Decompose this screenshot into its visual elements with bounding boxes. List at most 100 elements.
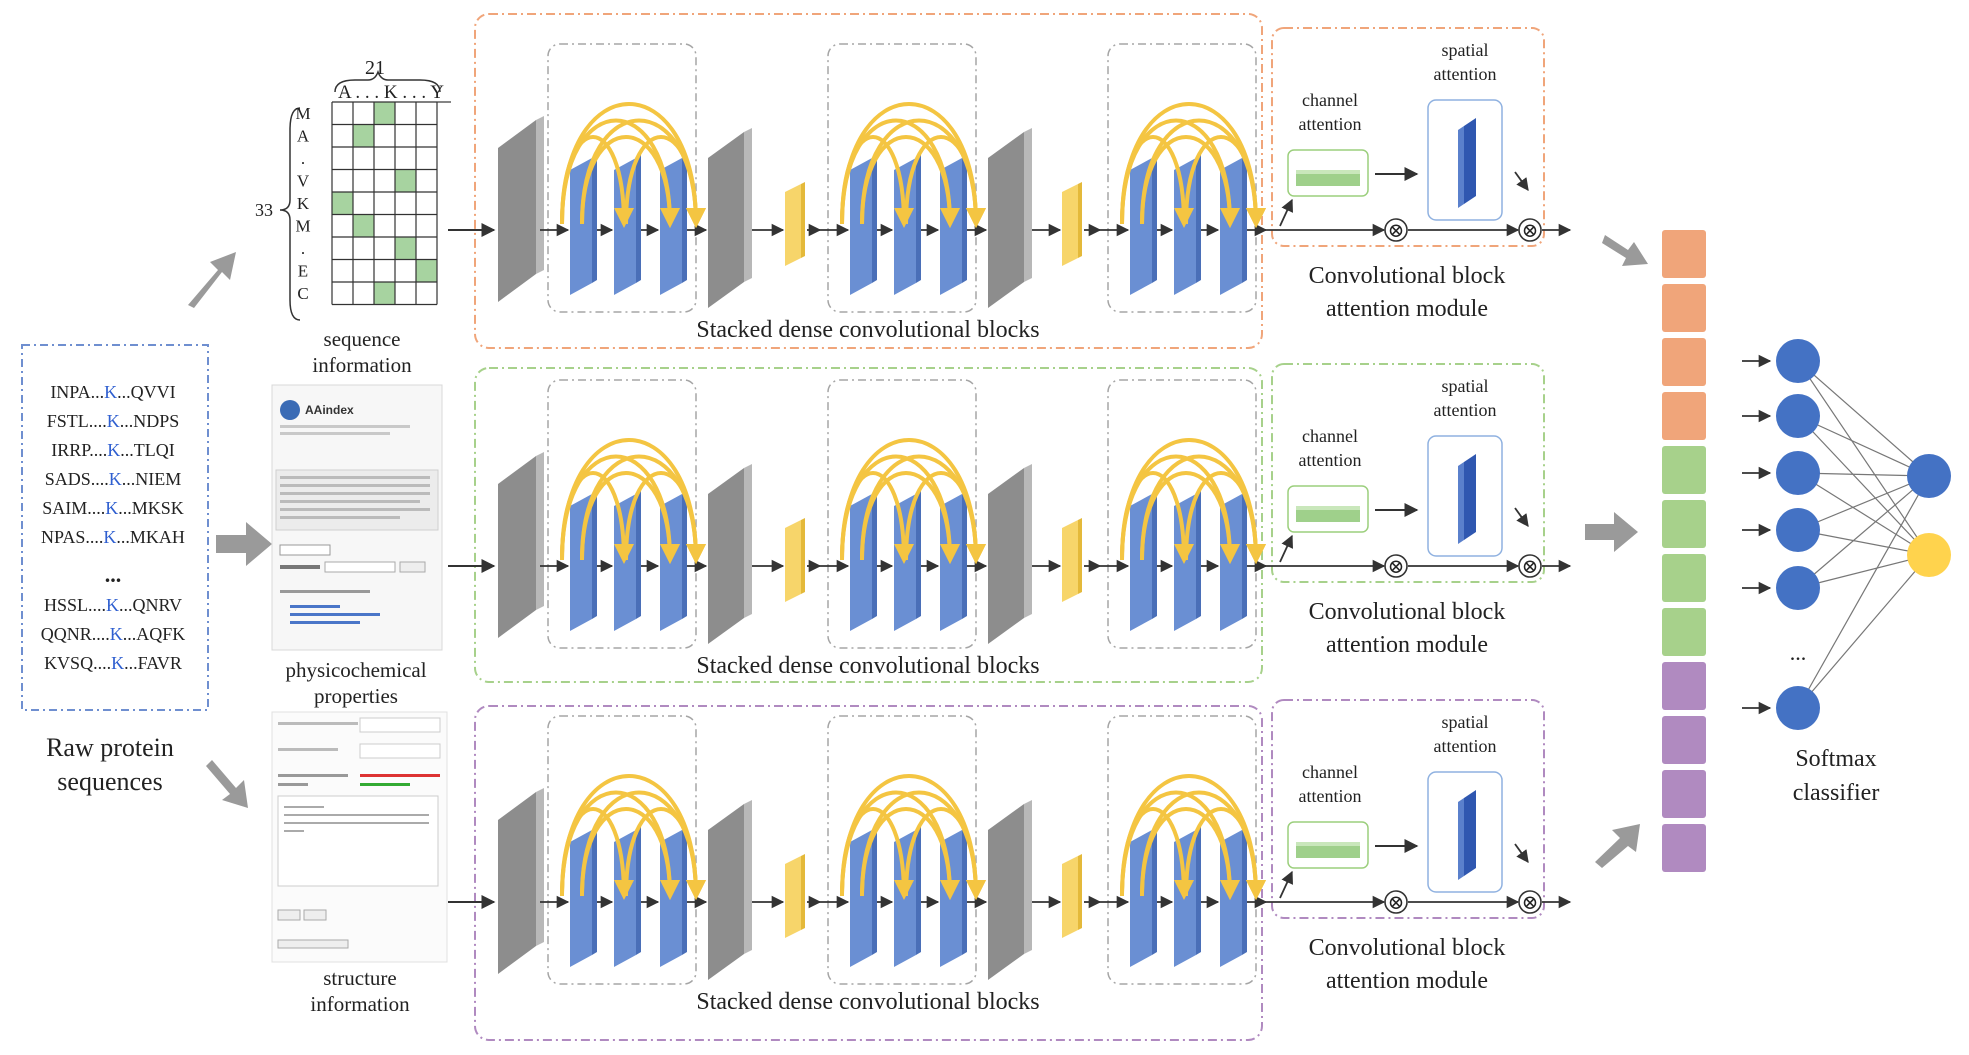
dense-blocks-label: Stacked dense convolutional blocks [696,653,1039,679]
feature-vector-cell [1662,338,1706,386]
dense-connection-arcs [560,102,706,228]
pooling-layer [785,518,805,602]
transition-conv-layer [708,464,752,644]
cbam-container [1271,363,1545,583]
matrix-cell-onehot [395,237,416,260]
hidden-neuron [1776,686,1820,730]
spatial-attention-map [1458,118,1476,208]
initial-conv-layer [498,116,544,302]
dense-connection-arcs [560,774,706,900]
feature-vector-cell [1662,824,1706,872]
multiply-op [1518,554,1542,578]
feature-vector-cell [1662,770,1706,818]
matrix-cell-onehot [332,192,353,215]
matrix-height-brace [279,107,301,321]
dense-block-frame [1107,43,1257,313]
sequence-line: INPA...K...QVVI [50,382,175,402]
spatial-attention-map [1458,454,1476,544]
structure-form-screenshot [271,711,448,963]
transition-conv-layer [988,128,1032,308]
arrow-to-physicochemical [216,522,272,566]
dense-block-frame [827,715,977,985]
arrow-to-sequence [188,252,236,308]
dense-connection-arcs [840,438,986,564]
matrix-row-letter: . [301,149,305,168]
output-neuron [1907,533,1951,577]
sequence-line: IRRP....K...TLQI [51,440,175,460]
feature-vector-cell [1662,608,1706,656]
matrix-cell-onehot [395,169,416,192]
multiply-symbol: ⊗ [1388,220,1405,242]
matrix-width-label: 21 [365,57,385,79]
cbam-label-line2: attention module [1326,632,1488,658]
output-neuron [1907,454,1951,498]
cbam-container [1271,27,1545,247]
matrix-cell-onehot [374,282,395,305]
branch-1: Stacked dense convolutional blockschanne… [448,13,1572,349]
branch-2: Stacked dense convolutional blockschanne… [448,363,1572,683]
multiply-op [1384,218,1408,242]
feature-vector-cell [1662,554,1706,602]
channel-attention-map [1296,510,1360,522]
branch-3: Stacked dense convolutional blockschanne… [448,699,1572,1041]
sequence-matrix: 21 A . . . K . . . Y 33 MA.VKM.EC [255,57,451,321]
matrix-cell-onehot [353,214,374,237]
matrix-row-letter: M [295,217,310,236]
cbam-container [1271,699,1545,919]
sequence-line: FSTL....K...NDPS [47,411,180,431]
sequence-line: NPAS....K...MKAH [41,527,185,547]
matrix-cell-onehot [374,102,395,125]
sequence-info-label-line1: sequence [324,327,401,351]
channel-attention-label-line2: attention [1299,786,1362,806]
transition-conv-layer [988,800,1032,980]
dense-block-frame [1107,379,1257,649]
hidden-neuron [1776,339,1820,383]
multiply-op [1384,554,1408,578]
spatial-attention-label-line1: spatial [1442,712,1489,732]
feature-vector-cell [1662,500,1706,548]
classifier-ellipsis: ... [1790,640,1807,665]
pooling-layer [1062,854,1082,938]
hidden-neuron [1776,451,1820,495]
channel-attention-label-line2: attention [1299,450,1362,470]
channel-attention-map [1296,174,1360,186]
dense-block-frame [1107,715,1257,985]
input-to-feature-arrows [188,252,272,808]
raw-sequences-title-line1: Raw protein [46,733,174,762]
pooling-layer [1062,182,1082,266]
feature-vector-cell [1662,230,1706,278]
channel-attention-map [1296,846,1360,858]
matrix-row-letter: K [297,194,310,213]
sequence-line: SAIM....K...MKSK [42,498,184,518]
sequence-info-label-line2: information [312,353,412,377]
dense-connection-arcs [840,102,986,228]
channel-attention-label-line2: attention [1299,114,1362,134]
softmax-label-line2: classifier [1793,780,1880,806]
spatial-attention-label-line2: attention [1434,400,1497,420]
dense-blocks-label: Stacked dense convolutional blocks [696,989,1039,1015]
transition-conv-layer [708,800,752,980]
dense-blocks-label: Stacked dense convolutional blocks [696,317,1039,343]
matrix-cell-onehot [416,259,437,282]
raw-sequences-panel: INPA...K...QVVI FSTL....K...NDPS IRRP....K… [21,344,209,711]
matrix-row-letter: . [301,239,305,258]
spatial-attention-label-line2: attention [1434,64,1497,84]
sequence-line: QQNR....K...AQFK [41,624,186,644]
multiply-op [1518,890,1542,914]
dense-connection-arcs [1120,102,1266,228]
multiply-symbol: ⊗ [1388,892,1405,914]
dense-block-frame [827,43,977,313]
hidden-neuron [1776,394,1820,438]
dense-connection-arcs [1120,774,1266,900]
raw-sequences-box [21,344,209,711]
multiply-symbol: ⊗ [1522,892,1539,914]
dense-conv-layer [850,155,877,295]
concatenated-feature-vector [1662,230,1706,872]
feature-vector-cell [1662,392,1706,440]
matrix-row-letter: A [297,127,310,146]
merge-arrow-middle [1585,512,1638,552]
spatial-attention-map [1458,790,1476,880]
transition-conv-layer [988,464,1032,644]
initial-conv-layer [498,452,544,638]
pooling-layer [785,182,805,266]
